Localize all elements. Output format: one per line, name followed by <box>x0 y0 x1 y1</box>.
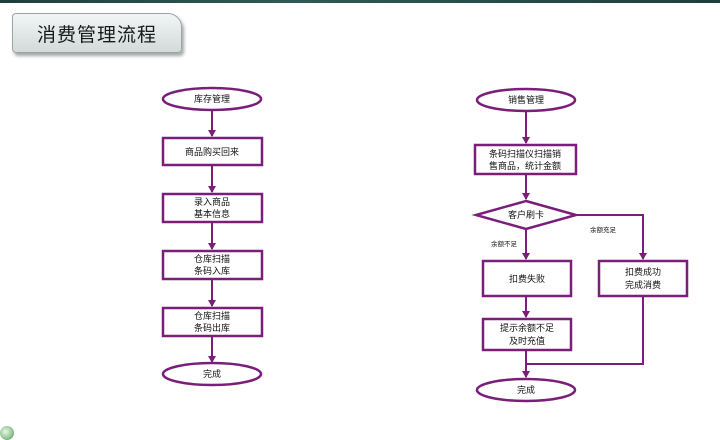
title-tab: 消费管理流程 <box>12 13 182 53</box>
right-flow: 销售管理 条码扫描仪扫描销 售商品，统计金额 客户刷卡 余额不足 扣费失败 提示… <box>471 87 689 403</box>
top-rule <box>0 0 720 3</box>
right-decision-label: 客户刷卡 <box>508 209 544 221</box>
right-end-node <box>475 377 577 403</box>
page-title: 消费管理流程 <box>36 23 157 46</box>
left-step-purchase <box>161 136 264 167</box>
green-circle-icon <box>0 426 14 440</box>
left-step-stock-in-line2: 条码入库 <box>194 265 230 277</box>
left-flow: 库存管理 商品购买回来 录入商品 基本信息 仓库扫描 条码入库 仓库扫描 条码出… <box>161 86 264 387</box>
left-step-stock-in-line1: 仓库扫描 <box>194 253 230 265</box>
left-start-label: 库存管理 <box>194 93 230 105</box>
right-end-label: 完成 <box>517 384 535 396</box>
left-end-node <box>161 361 263 387</box>
label-sufficient: 余额充足 <box>590 225 617 234</box>
left-step-purchase-label: 商品购买回来 <box>185 146 239 158</box>
right-step-success <box>597 259 689 298</box>
left-step-entry <box>161 192 264 224</box>
label-insufficient: 余额不足 <box>491 239 518 248</box>
left-step-stock-out-line2: 条码出库 <box>194 322 230 334</box>
right-step-success-line2: 完成消费 <box>625 279 661 291</box>
left-step-entry-line1: 录入商品 <box>194 196 230 208</box>
right-start-label: 销售管理 <box>508 94 544 106</box>
right-step-notify-line1: 提示余额不足 <box>500 322 554 334</box>
right-step-fail-label: 扣费失败 <box>509 273 545 285</box>
right-step-scan-line2: 售商品，统计金额 <box>489 160 561 172</box>
right-step-scan <box>473 143 578 176</box>
right-step-notify <box>481 317 573 352</box>
left-step-stock-out-line1: 仓库扫描 <box>194 310 230 322</box>
right-step-success-line1: 扣费成功 <box>625 266 661 278</box>
right-step-notify-line2: 及时充值 <box>509 335 545 347</box>
left-step-stock-in <box>161 249 264 281</box>
right-step-scan-line1: 条码扫描仪扫描销 <box>489 148 561 160</box>
right-edge-success-end <box>526 296 644 365</box>
left-end-label: 完成 <box>203 368 221 380</box>
left-step-entry-line2: 基本信息 <box>194 208 230 220</box>
right-edge-sufficient <box>576 214 647 260</box>
